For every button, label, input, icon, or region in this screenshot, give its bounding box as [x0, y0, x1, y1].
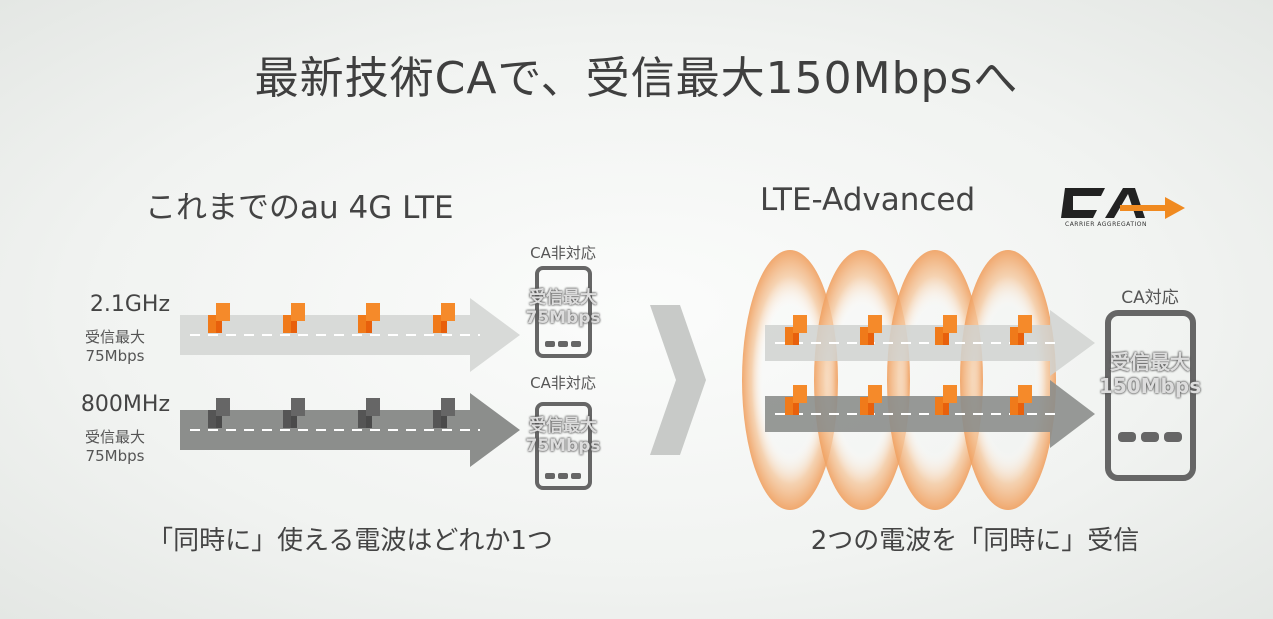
left-caption: 「同時に」使える電波はどれか1つ — [147, 526, 553, 556]
device-status: CA非対応 — [530, 244, 596, 262]
page-title: 最新技術CAで、受信最大150Mbpsへ — [254, 53, 1019, 104]
right-heading: LTE-Advanced — [760, 182, 976, 218]
band-freq-800mhz: 800MHz — [80, 392, 170, 417]
device-status: CA非対応 — [530, 374, 596, 392]
svg-text:CARRIER AGGREGATION: CARRIER AGGREGATION — [1065, 221, 1147, 228]
chevron-right-icon — [650, 305, 706, 455]
band-speed-label: 受信最大 — [84, 428, 145, 446]
band-freq-2.1ghz: 2.1GHz — [89, 292, 170, 317]
device-speed-label: 受信最大 — [1110, 350, 1190, 374]
device-speed-value: 75Mbps — [525, 308, 601, 328]
band-speed-value: 75Mbps — [85, 447, 145, 465]
right-caption: 2つの電波を「同時に」受信 — [810, 526, 1140, 556]
band-speed-label: 受信最大 — [84, 328, 145, 346]
left-heading: これまでのau 4G LTE — [145, 190, 454, 226]
device-speed-label: 受信最大 — [529, 288, 597, 308]
radio-wave-rings — [742, 250, 1056, 510]
device-speed-label: 受信最大 — [529, 416, 597, 436]
carrier-aggregation-logo: CARRIER AGGREGATION — [1061, 188, 1185, 228]
phone-icon — [1105, 310, 1196, 481]
phone-icon — [535, 266, 592, 490]
device-status: CA対応 — [1121, 288, 1179, 308]
band-arrow-upper — [765, 310, 1095, 376]
device-speed-value: 75Mbps — [525, 436, 601, 456]
device-speed-value: 150Mbps — [1098, 374, 1202, 398]
band-speed-value: 75Mbps — [85, 347, 145, 365]
